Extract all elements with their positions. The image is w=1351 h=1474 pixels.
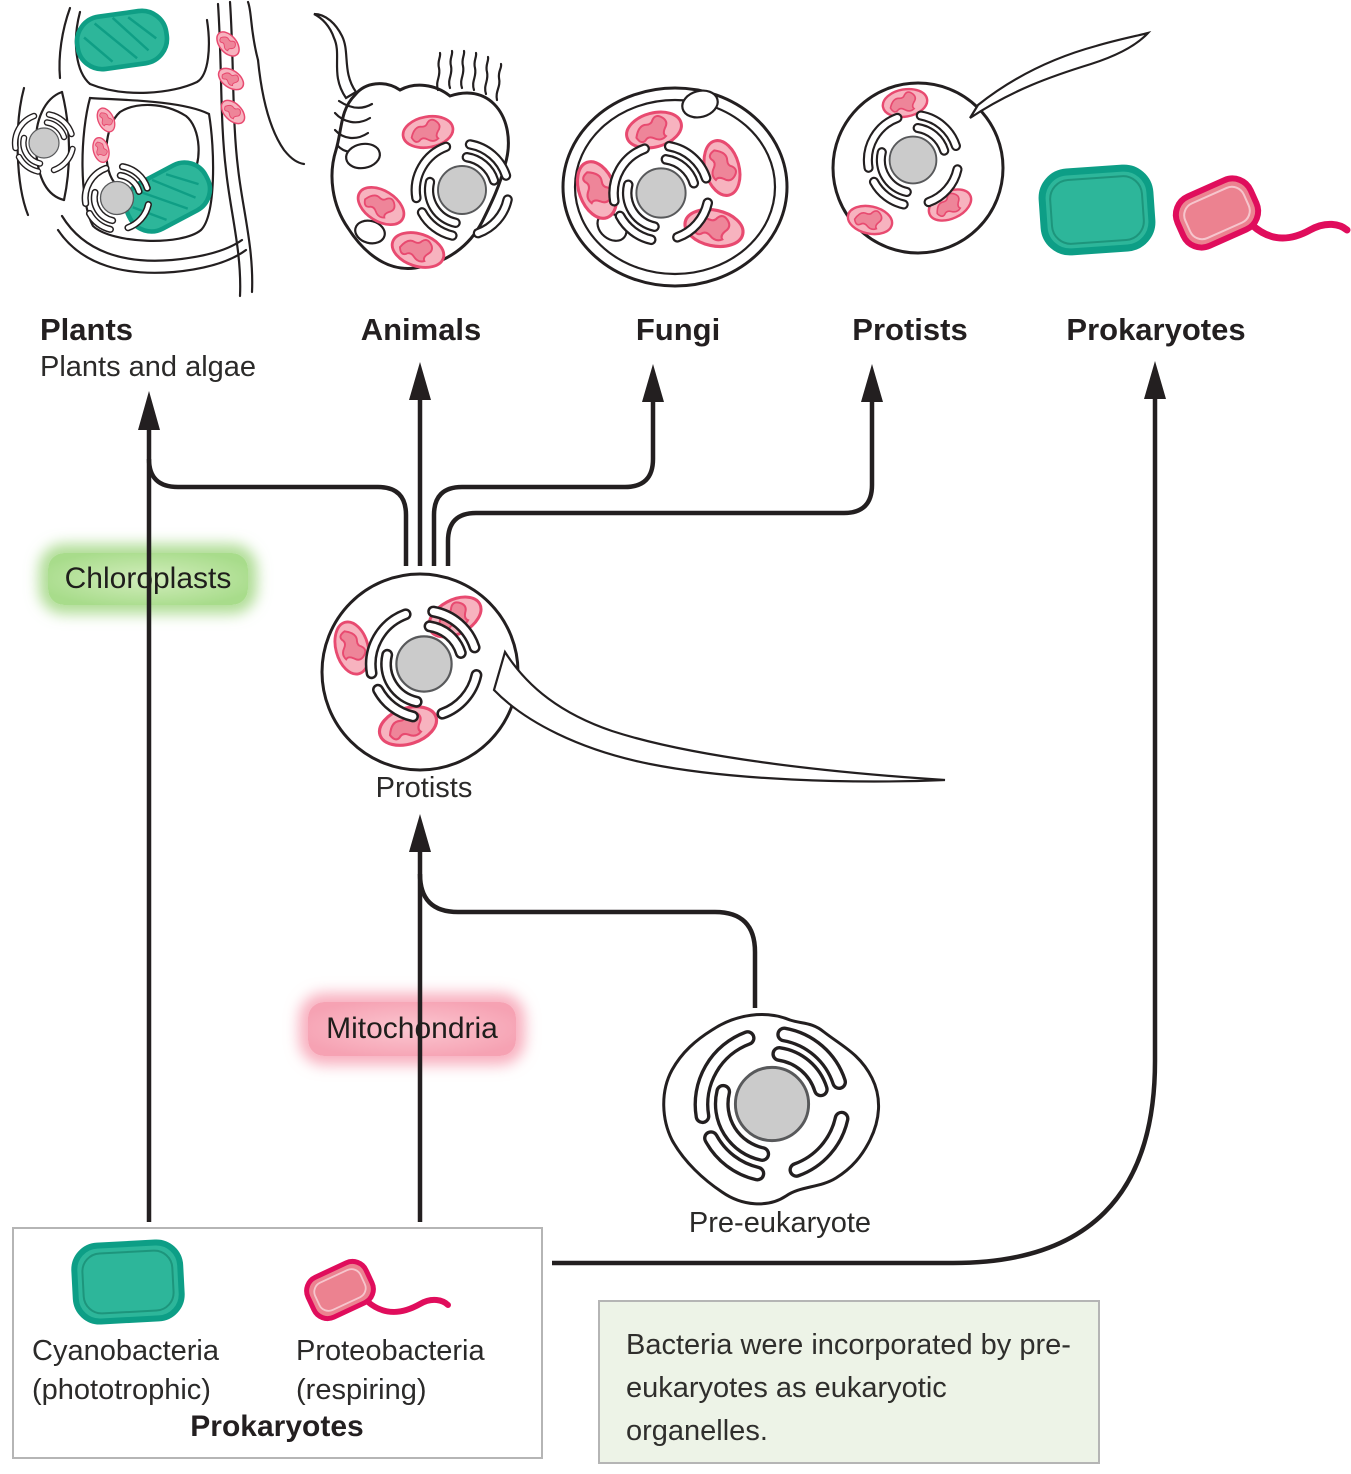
- central-protist-illustration: [320, 572, 946, 783]
- plants-sublabel: Plants and algae: [40, 351, 257, 383]
- proteobacteria-name: Proteobacteria: [296, 1335, 485, 1367]
- proteobacterium-icon: [1172, 175, 1351, 251]
- nucleus-icon: [868, 116, 958, 205]
- chloroplasts-annotation: Chloroplasts: [64, 562, 232, 595]
- animals-label: Animals: [360, 312, 482, 347]
- proteobacteria-label: Proteobacteria (respiring): [296, 1332, 485, 1410]
- prokaryote-icons-top: [1038, 164, 1351, 256]
- chloroplast-icon: [118, 154, 219, 240]
- nucleus-icon: [416, 144, 508, 235]
- mitochondrion-icon: [93, 104, 119, 136]
- mitochondrion-icon: [420, 587, 490, 647]
- fungi-label: Fungi: [635, 312, 721, 347]
- plants-label: Plants: [40, 312, 134, 347]
- mitochondrion-icon: [399, 111, 457, 153]
- mitochondrion-icon: [372, 698, 444, 754]
- pre-eukaryote-illustration: [662, 1013, 881, 1206]
- callout-text: Bacteria were incorporated by pre-eukary…: [626, 1329, 1071, 1447]
- protists-mid-label: Protists: [375, 772, 473, 804]
- arrow-protists: [445, 402, 875, 566]
- plant-tissue-illustration: [15, 0, 306, 298]
- mitochondrion-icon: [679, 202, 749, 254]
- flagellum-icon: [969, 31, 1152, 119]
- mitochondrion-icon: [350, 178, 412, 234]
- mitochondrion-icon: [89, 135, 113, 165]
- flagellum-icon: [313, 12, 358, 100]
- nucleus-icon: [701, 1034, 841, 1173]
- mitochondrion-icon: [922, 182, 978, 228]
- mitochondrion-icon: [328, 616, 376, 680]
- lineage-arrows: [138, 361, 1166, 1266]
- cyanobacteria-sub: (phototrophic): [32, 1374, 211, 1406]
- proteobacteria-sub: (respiring): [296, 1374, 427, 1406]
- mitochondrion-icon: [621, 104, 687, 156]
- flagellum-icon: [492, 649, 946, 783]
- mitochondrion-icon: [696, 135, 748, 201]
- mitochondrion-icon: [844, 200, 896, 240]
- mitochondria-annotation: Mitochondria: [326, 1012, 498, 1045]
- nucleus-icon: [85, 167, 148, 230]
- protists-top-label: Protists: [852, 312, 968, 347]
- mitochondrion-icon: [879, 84, 931, 122]
- arrow-pre-eukaryote: [417, 873, 758, 1008]
- mitochondrion-icon: [386, 224, 450, 276]
- protist-cell-illustration: [831, 31, 1152, 255]
- mitochondria-highlight: [308, 1002, 516, 1056]
- pre-eukaryote-label: Pre-eukaryote: [688, 1207, 872, 1239]
- cyanobacteria-label: Cyanobacteria (phototrophic): [32, 1332, 219, 1410]
- nucleus-icon: [371, 612, 477, 717]
- mitochondrion-icon: [568, 154, 626, 226]
- cyanobacteria-name: Cyanobacteria: [32, 1335, 219, 1367]
- chloroplast-icon: [74, 8, 170, 73]
- mitochondrion-icon: [216, 95, 250, 129]
- callout-box: Bacteria were incorporated by pre-eukary…: [598, 1300, 1100, 1464]
- mitochondrion-icon: [211, 27, 245, 61]
- prokaryotes-box-title: Prokaryotes: [190, 1410, 364, 1443]
- cyanobacterium-icon: [1038, 164, 1156, 256]
- nucleus-icon: [15, 115, 72, 172]
- mitochondrion-icon: [213, 63, 249, 95]
- prokaryotes-top-label: Prokaryotes: [1066, 312, 1246, 347]
- fungus-cell-illustration: [561, 86, 789, 288]
- arrow-prokaryotes: [552, 399, 1158, 1266]
- animal-cell-illustration: [313, 12, 508, 276]
- arrow-fungi: [431, 402, 656, 566]
- nucleus-icon: [614, 146, 708, 239]
